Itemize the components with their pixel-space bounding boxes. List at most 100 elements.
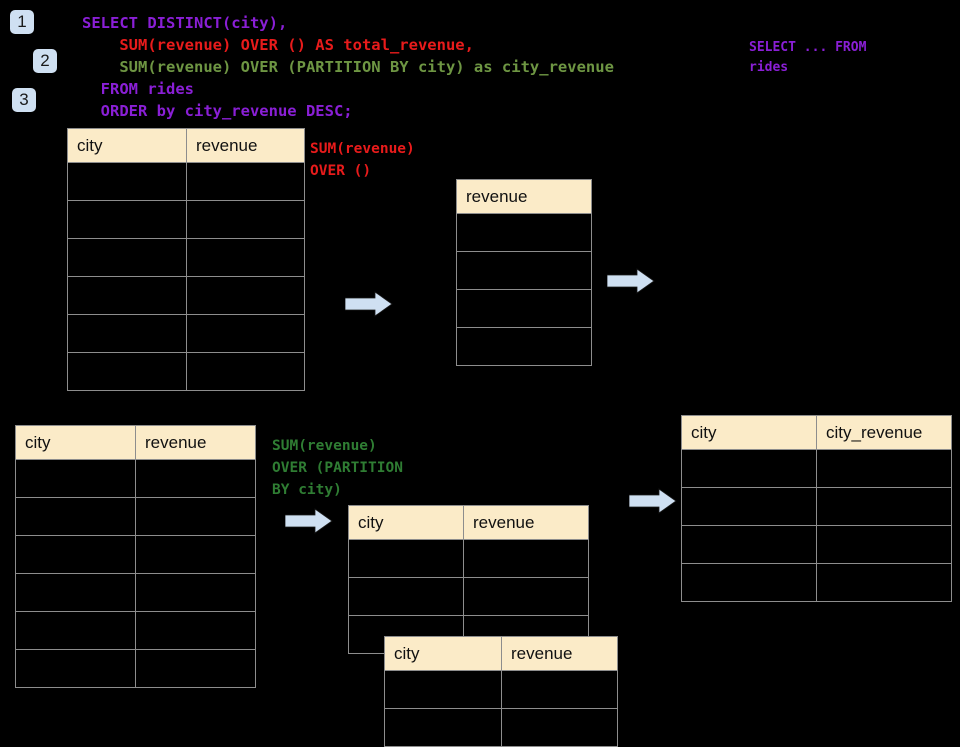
column-header-city: city (67, 128, 187, 163)
table-cell-empty (463, 539, 589, 578)
table-row (456, 251, 592, 290)
table-cell-empty (463, 577, 589, 616)
table-row (67, 314, 305, 353)
sql-line-3: SUM(revenue) OVER (PARTITION BY city) as… (82, 56, 614, 78)
table-row (67, 238, 305, 277)
table-row (15, 611, 256, 650)
table-row (384, 708, 618, 747)
table-cell-empty (816, 563, 952, 602)
table-cell-empty (456, 289, 592, 328)
table-cell-empty (186, 200, 305, 239)
table-cell-empty (135, 573, 256, 612)
sql-line-2: SUM(revenue) OVER () AS total_revenue, (82, 34, 614, 56)
arrow-source-to-partition (285, 508, 333, 534)
table-cell-empty (15, 535, 136, 574)
arrow-partition-to-result (629, 488, 677, 514)
table-cell-empty (816, 449, 952, 488)
table-cell-empty (681, 449, 817, 488)
table-cell-empty (15, 459, 136, 498)
table-cell-empty (456, 327, 592, 366)
table-cell-empty (67, 276, 187, 315)
annotation-select-from-rides: SELECT ... FROM rides (749, 40, 867, 75)
table-row (456, 213, 592, 252)
table-row (15, 573, 256, 612)
table-row (456, 289, 592, 328)
step-badge-1: 1 (10, 10, 34, 34)
column-header-city: city (348, 505, 464, 540)
table-cell-empty (135, 535, 256, 574)
table-row (67, 162, 305, 201)
column-header-revenue: revenue (456, 179, 592, 214)
table-cell-empty (135, 459, 256, 498)
table-cell-empty (15, 573, 136, 612)
table-cell-empty (67, 314, 187, 353)
table-cell-empty (348, 577, 464, 616)
column-header-revenue: revenue (501, 636, 618, 671)
table-cell-empty (186, 276, 305, 315)
arrow-total-to-result (607, 268, 655, 294)
table-cell-empty (135, 497, 256, 536)
column-header-revenue: revenue (186, 128, 305, 163)
column-header-city: city (15, 425, 136, 460)
column-header-revenue: revenue (463, 505, 589, 540)
table-row (67, 276, 305, 315)
table-cell-empty (67, 352, 187, 391)
table-cell-empty (135, 611, 256, 650)
sql-token: SUM(revenue) OVER () AS total_revenue, (82, 36, 474, 54)
table-cell-empty (501, 708, 618, 747)
table-cell-empty (186, 314, 305, 353)
table-row (15, 497, 256, 536)
table-row (456, 327, 592, 366)
sql-token: SUM(revenue) OVER (PARTITION BY city) as… (82, 58, 614, 76)
sql-token: SELECT DISTINCT(city), (82, 14, 288, 32)
column-header-city: city (384, 636, 502, 671)
table-cell-empty (135, 649, 256, 688)
table-cell-empty (67, 162, 187, 201)
column-header-city_revenue: city_revenue (816, 415, 952, 450)
table-cell-empty (15, 611, 136, 650)
table-row (681, 487, 952, 526)
table-header-row: revenue (456, 179, 592, 214)
table-cell-empty (681, 525, 817, 564)
table-cell-empty (681, 487, 817, 526)
table-row (384, 670, 618, 709)
column-header-city: city (681, 415, 817, 450)
arrow-source-to-total (345, 291, 393, 317)
table-row (15, 649, 256, 688)
table-cell-empty (186, 238, 305, 277)
step-badge-2: 2 (33, 49, 57, 73)
table-cell-empty (816, 487, 952, 526)
sql-line-4: FROM rides (82, 78, 614, 100)
table-cell-empty (15, 649, 136, 688)
sql-query-block: SELECT DISTINCT(city), SUM(revenue) OVER… (82, 12, 614, 122)
sql-token: FROM rides (82, 80, 194, 98)
table-cell-empty (67, 238, 187, 277)
table-row (67, 352, 305, 391)
table-cell-empty (384, 670, 502, 709)
column-header-revenue: revenue (135, 425, 256, 460)
table-row (348, 577, 589, 616)
table-row (681, 525, 952, 564)
table-cell-empty (384, 708, 502, 747)
annotation-sum-over-empty: SUM(revenue) OVER () (310, 141, 415, 179)
table-cell-empty (456, 213, 592, 252)
table-cell-empty (501, 670, 618, 709)
table-cell-empty (15, 497, 136, 536)
sql-line-5: ORDER by city_revenue DESC; (82, 100, 614, 122)
table-cell-empty (186, 162, 305, 201)
sql-token: ORDER by city_revenue DESC; (82, 102, 353, 120)
sql-line-1: SELECT DISTINCT(city), (82, 12, 614, 34)
table-row (15, 535, 256, 574)
table-cell-empty (456, 251, 592, 290)
table-row (681, 563, 952, 602)
